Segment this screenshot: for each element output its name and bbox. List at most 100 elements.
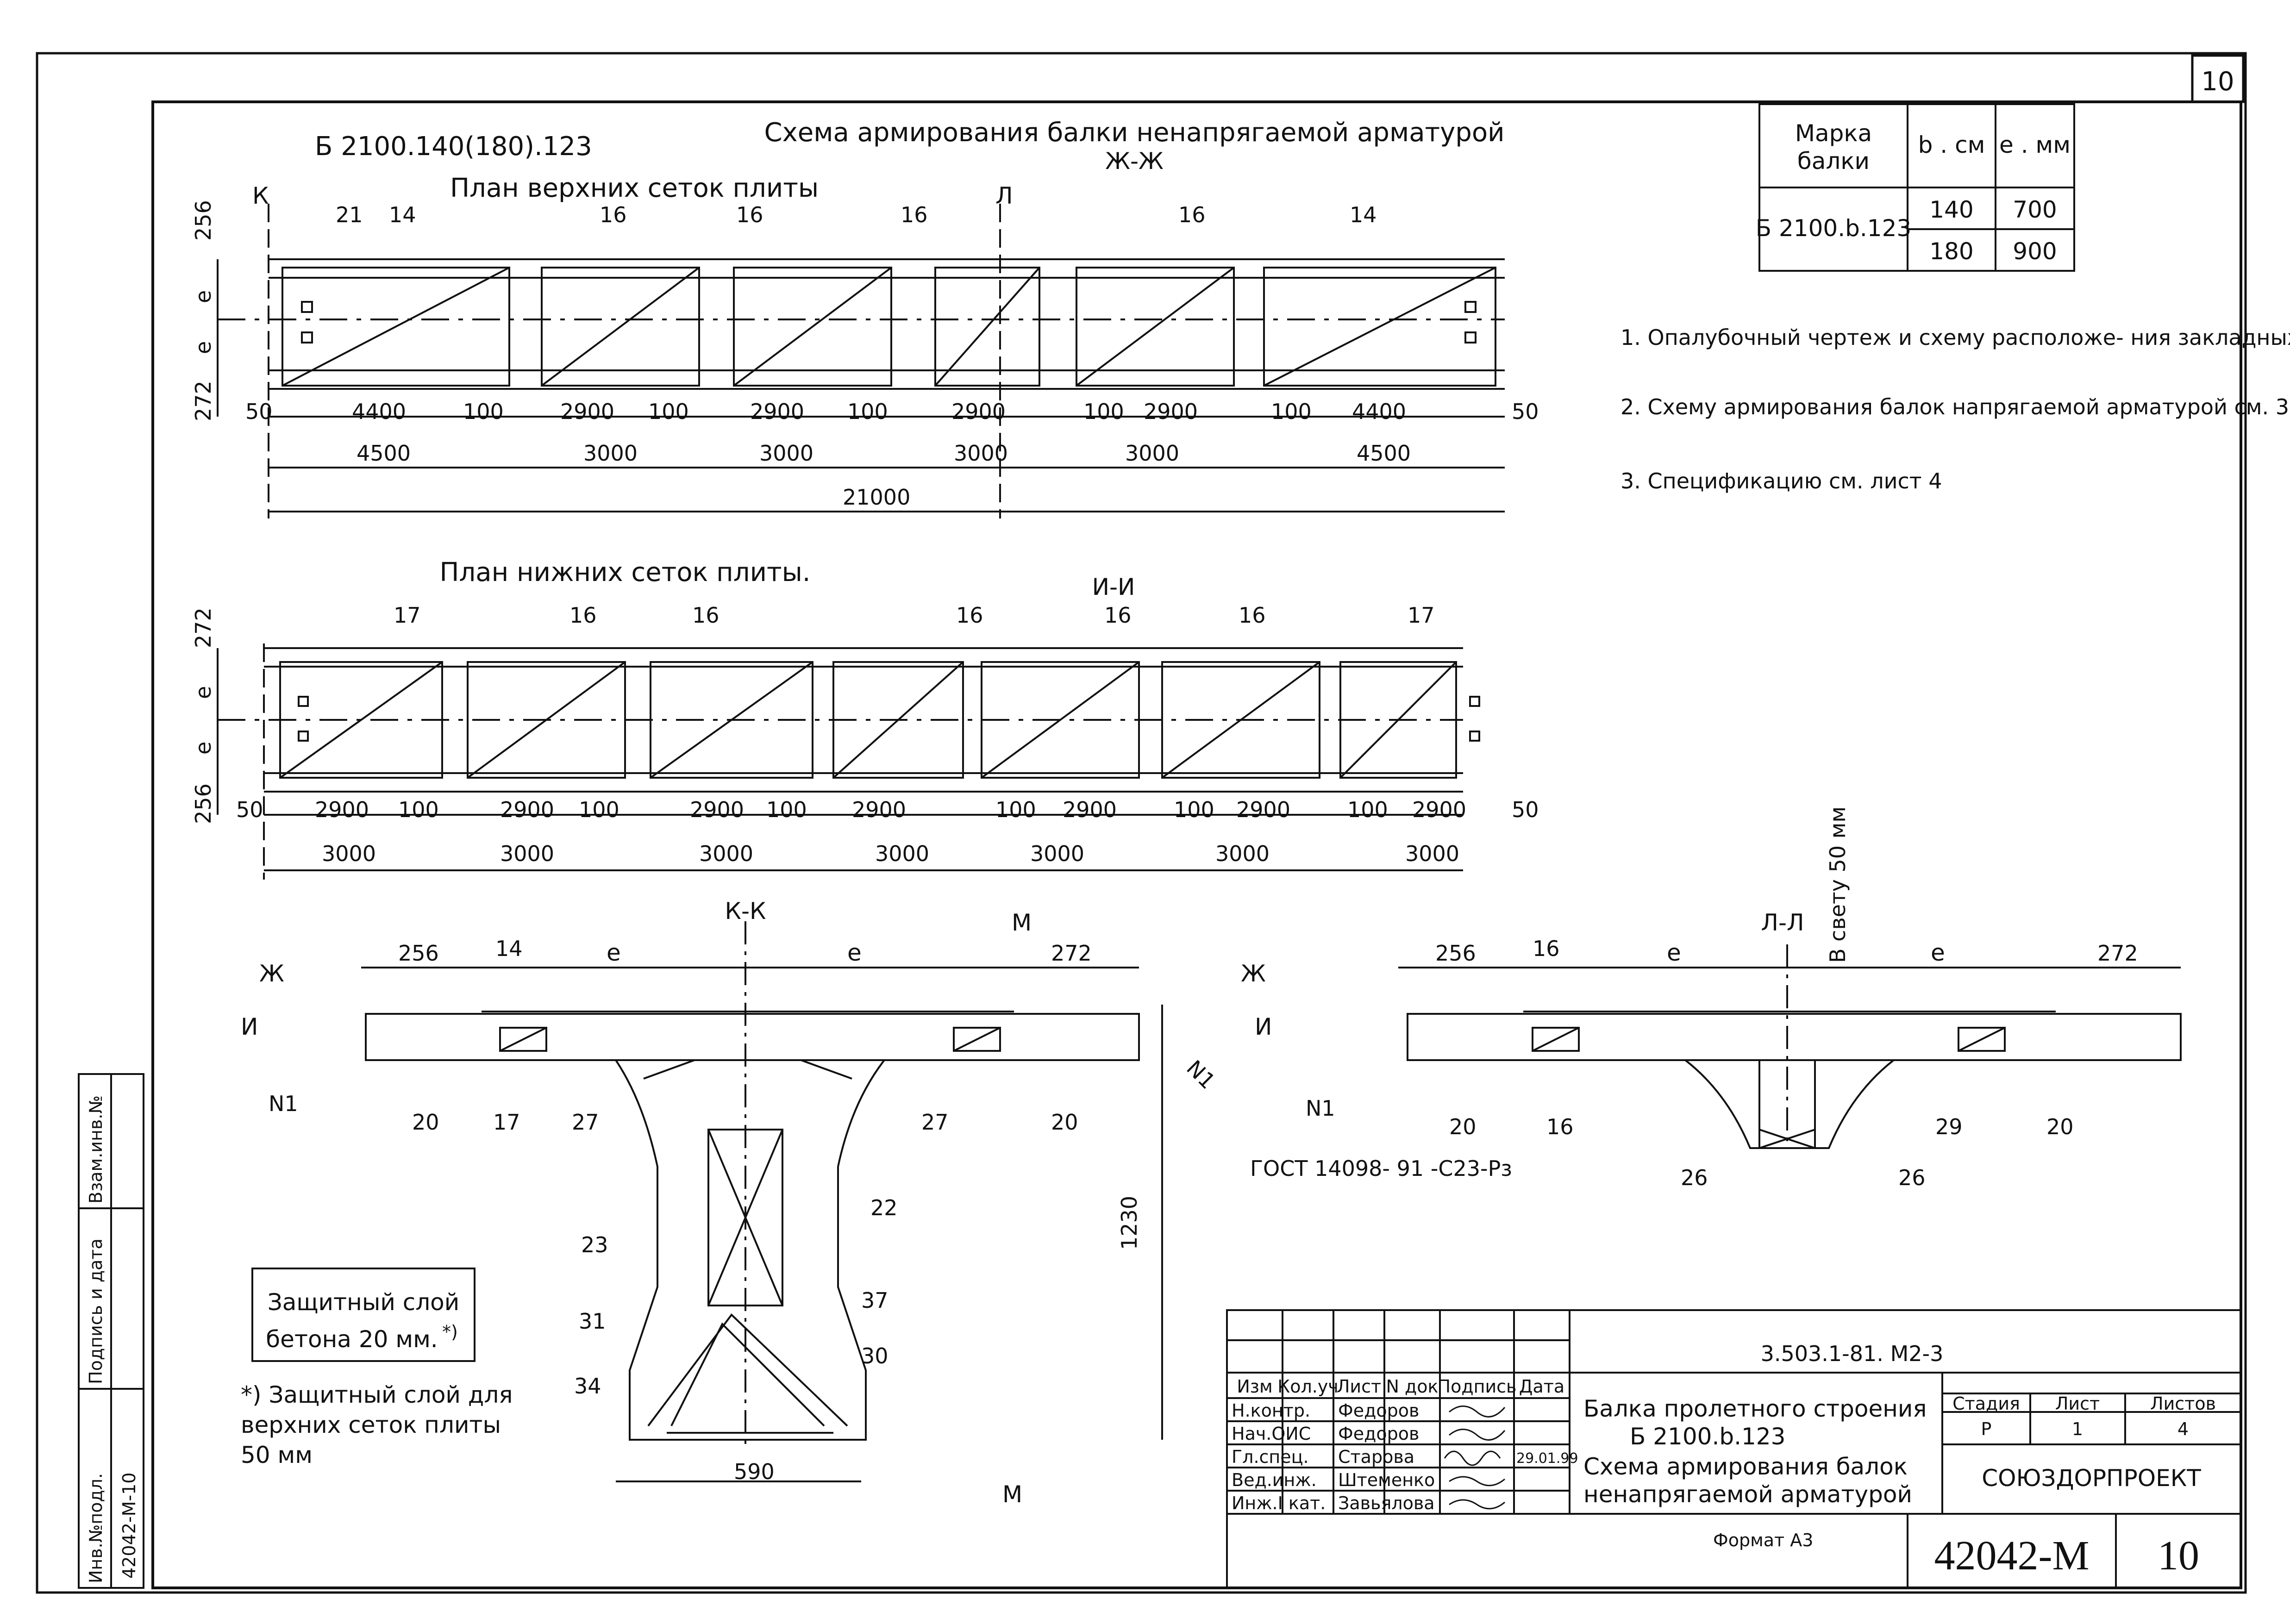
protect-note-3: 50 мм: [241, 1442, 313, 1468]
bottom-mesh-label-6: 16: [1239, 603, 1266, 628]
drawing-title: Схема армирования балки ненапрягаемой ар…: [764, 118, 1505, 148]
svg-text:3000: 3000: [699, 841, 753, 866]
section-kk: К-К М М Ж И 256 e: [241, 898, 1512, 1508]
svg-text:4500: 4500: [357, 441, 411, 466]
title-block: [1226, 1309, 2242, 1589]
bottom-left-dim-1: 272: [191, 607, 216, 648]
section-ll-mark-zh: Ж: [1241, 960, 1266, 987]
bottom-mesh-label-4: 16: [956, 603, 983, 628]
top-plan-mark-k: К: [252, 182, 269, 209]
svg-text:N1: N1: [269, 1091, 298, 1116]
bottom-mesh-label-7: 17: [1408, 603, 1435, 628]
stamp-roles: Н.контр. Нач.ОИС Гл.спец. Вед.инж. Инж.I…: [1232, 1400, 1326, 1513]
svg-text:Дата: Дата: [1519, 1376, 1564, 1397]
protect-box-line2: бетона 20 мм.: [266, 1326, 438, 1353]
table-mark: Б 2100.b.123: [1756, 215, 1911, 242]
svg-text:26: 26: [1681, 1165, 1708, 1190]
section-ll-mark-i: И: [1255, 1013, 1272, 1040]
svg-text:Федоров: Федоров: [1338, 1400, 1419, 1421]
svg-text:Федоров: Федоров: [1338, 1424, 1419, 1444]
protect-note-2: верхних сеток плиты: [241, 1412, 501, 1438]
svg-text:2900: 2900: [1063, 797, 1117, 822]
bottom-plan-section: И-И: [1092, 574, 1135, 600]
top-left-dim-3: e: [191, 341, 216, 354]
bottom-plan-title: План нижних сеток плиты.: [439, 557, 810, 587]
top-mesh-label-1: 14: [389, 202, 416, 227]
bottom-mesh-label-5: 16: [1104, 603, 1132, 628]
svg-text:Н.контр.: Н.контр.: [1232, 1400, 1310, 1421]
svg-text:3000: 3000: [1125, 441, 1179, 466]
svg-text:14: 14: [495, 936, 523, 961]
top-dims-row1: 50 4400 100 2900 100 2900 100 2900 100 2…: [245, 399, 1539, 424]
side-inv-number: 42042-М-10: [119, 1473, 139, 1579]
svg-text:Вед.инж.: Вед.инж.: [1232, 1470, 1317, 1490]
svg-text:100: 100: [1271, 399, 1312, 424]
top-plan-mark-l: Л: [995, 182, 1013, 209]
svg-text:34: 34: [574, 1374, 601, 1399]
svg-text:100: 100: [648, 399, 689, 424]
top-label-21: 21: [336, 202, 363, 227]
side-inv-orig: Инв.№подл.: [86, 1473, 106, 1583]
svg-text:27: 27: [921, 1110, 949, 1135]
top-dims-row2: 4500 3000 3000 3000 3000 4500: [357, 441, 1411, 466]
section-kk-width: 590: [734, 1459, 775, 1484]
stamp-docsheet: 10: [2158, 1533, 2199, 1579]
table-b-2: 180: [1929, 238, 1973, 265]
section-ll-labels: 16 N1 20 16 29 20 26 26: [1306, 936, 2074, 1190]
table-header-mark-2: балки: [1797, 148, 1870, 175]
stamp-names: Федоров Федоров Старова Штеменко Завьяло…: [1338, 1400, 1435, 1513]
bottom-mesh-label-3: 16: [692, 603, 720, 628]
stamp-sheets: 4: [2177, 1419, 2189, 1439]
svg-text:2900: 2900: [560, 399, 614, 424]
svg-text:2900: 2900: [690, 797, 744, 822]
svg-text:N док: N док: [1386, 1376, 1439, 1397]
bottom-dims-row2: 3000 3000 3000 3000 3000 3000 3000: [322, 841, 1459, 866]
bottom-left-dim-3: e: [191, 742, 216, 755]
svg-text:100: 100: [1174, 797, 1214, 822]
svg-text:2900: 2900: [1412, 797, 1466, 822]
section-kk-dim-2: e: [607, 939, 621, 966]
top-mesh-label-4: 16: [901, 202, 928, 227]
svg-text:3000: 3000: [1405, 841, 1459, 866]
svg-text:3000: 3000: [322, 841, 376, 866]
svg-text:50: 50: [236, 797, 263, 822]
stamp-date: 29.01.99: [1516, 1450, 1578, 1467]
drawing-subtitle: Ж-Ж: [1105, 148, 1164, 175]
svg-text:3000: 3000: [583, 441, 638, 466]
stamp-h-sheet: Лист: [2055, 1393, 2100, 1414]
svg-text:2900: 2900: [951, 399, 1006, 424]
section-kk-dim-4: 272: [1051, 941, 1092, 966]
protect-box-star: *): [442, 1322, 458, 1342]
note-3: 3. Спецификацию см. лист 4: [1621, 468, 1942, 493]
protect-box: [251, 1268, 476, 1362]
inner-frame: [151, 100, 2242, 1589]
bottom-mesh-label-2: 16: [569, 603, 597, 628]
section-ll-clear: В свету 50 мм: [1825, 806, 1850, 963]
svg-text:2900: 2900: [750, 399, 804, 424]
svg-text:Подпись: Подпись: [1438, 1376, 1517, 1397]
svg-text:100: 100: [398, 797, 439, 822]
svg-text:2900: 2900: [315, 797, 369, 822]
table-header-mark: Марка: [1795, 120, 1872, 147]
svg-text:3000: 3000: [500, 841, 554, 866]
stamp-code: 3.503.1-81. М2-3: [1761, 1341, 1944, 1366]
section-ll: Л-Л В свету 50 мм Ж И 256 e e 272 16 N1 …: [1241, 806, 2182, 1190]
stamp-stage: Р: [1981, 1419, 1992, 1439]
format-label: Формат А3: [1713, 1530, 1813, 1550]
section-kk-dim-1: 256: [398, 941, 439, 966]
top-plan: План верхних сеток плиты К Л: [191, 173, 1539, 518]
stamp-desc-2: Б 2100.b.123: [1630, 1423, 1785, 1450]
top-mesh-label-6: 14: [1350, 202, 1377, 227]
top-total: 21000: [843, 485, 910, 510]
section-ll-dim-4: 272: [2097, 941, 2138, 966]
corner-sheet-number: 10: [2201, 67, 2234, 97]
svg-text:20: 20: [1449, 1114, 1477, 1139]
table-b-1: 140: [1929, 196, 1973, 223]
section-ll-dim-1: 256: [1435, 941, 1476, 966]
stamp-h-sheets: Листов: [2150, 1393, 2216, 1414]
top-left-dim-1: 256: [191, 200, 216, 241]
svg-text:3000: 3000: [1215, 841, 1270, 866]
section-kk-height: 1230: [1117, 1196, 1142, 1250]
svg-text:3000: 3000: [1030, 841, 1084, 866]
